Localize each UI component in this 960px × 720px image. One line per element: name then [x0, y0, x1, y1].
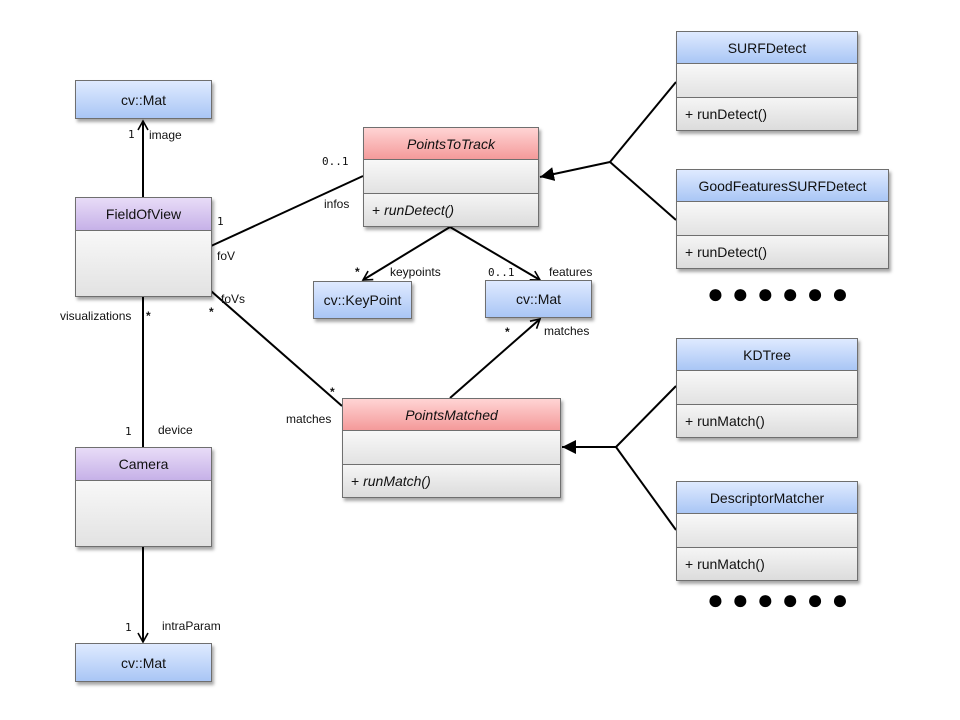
class-keypoint: cv::KeyPoint [313, 281, 412, 319]
infos-association [210, 175, 364, 247]
visualizations-multiplicity: * [146, 309, 151, 323]
infos-role: infos [324, 197, 350, 211]
class-operation: + runDetect() [677, 98, 857, 130]
fovs-association [210, 290, 343, 407]
matches-left-role: matches [286, 412, 332, 426]
class-goodfeaturessurfdetect: GoodFeaturesSURFDetect + runDetect() [676, 169, 889, 269]
matches-multiplicity: * [505, 325, 510, 339]
class-pointsmatched: PointsMatched + runMatch() [342, 398, 561, 498]
class-name: PointsMatched [343, 399, 560, 431]
features-multiplicity: 0..1 [488, 266, 515, 279]
surfdetect-generalization [609, 81, 677, 163]
keypoints-multiplicity: * [355, 265, 360, 279]
class-name: cv::Mat [76, 644, 211, 681]
matches-left-multiplicity: * [330, 385, 335, 399]
class-name: SURFDetect [677, 32, 857, 64]
class-operation: + runMatch() [343, 465, 560, 497]
class-attributes [677, 64, 857, 98]
class-cvmat-image: cv::Mat [75, 80, 212, 119]
class-operation: + runMatch() [677, 405, 857, 437]
class-name: PointsToTrack [364, 128, 538, 160]
more-matchers-ellipsis: ●●●●●● [707, 584, 857, 615]
visualizations-role: visualizations [60, 309, 132, 323]
image-multiplicity: 1 [128, 128, 135, 141]
class-attributes [677, 514, 857, 548]
class-operation: + runDetect() [364, 194, 538, 226]
class-name: KDTree [677, 339, 857, 371]
operation-name: runMatch() [363, 473, 431, 489]
class-cvmat-intraparam: cv::Mat [75, 643, 212, 682]
intraparam-role: intraParam [162, 619, 221, 633]
features-association [449, 226, 542, 281]
keypoints-role: keypoints [390, 265, 441, 279]
class-attributes [677, 371, 857, 405]
class-attributes [343, 431, 560, 465]
class-descriptormatcher: DescriptorMatcher + runMatch() [676, 481, 858, 581]
device-role: device [158, 423, 193, 437]
kdtree-generalization [615, 385, 677, 448]
operation-name: runDetect() [384, 202, 455, 218]
class-name: FieldOfView [76, 198, 211, 231]
matches-role: matches [544, 324, 590, 338]
class-name: cv::Mat [76, 81, 211, 118]
class-pointstotrack: PointsToTrack + runDetect() [363, 127, 539, 227]
fov-multiplicity: 1 [217, 215, 224, 228]
operation-visibility: + [351, 473, 364, 489]
intraparam-multiplicity: 1 [125, 621, 132, 634]
keypoints-association [361, 226, 451, 281]
fovs-multiplicity: * [209, 305, 214, 319]
detect-generalization-arrow [539, 161, 611, 181]
class-name: cv::KeyPoint [314, 282, 411, 318]
goodfeatures-generalization [609, 161, 677, 221]
image-role: image [149, 128, 182, 142]
class-attributes [364, 160, 538, 194]
device-multiplicity: 1 [125, 425, 132, 438]
class-kdtree: KDTree + runMatch() [676, 338, 858, 438]
class-name: Camera [76, 448, 211, 481]
class-surfdetect: SURFDetect + runDetect() [676, 31, 858, 131]
class-operation: + runMatch() [677, 548, 857, 580]
class-name: DescriptorMatcher [677, 482, 857, 514]
class-body [76, 231, 211, 296]
class-operation: + runDetect() [677, 236, 888, 268]
more-detectors-ellipsis: ●●●●●● [707, 278, 857, 309]
matches-association [449, 317, 542, 399]
operation-visibility: + [372, 202, 385, 218]
class-cvmat-features: cv::Mat [485, 280, 592, 318]
class-camera: Camera [75, 447, 212, 547]
class-fieldofview: FieldOfView [75, 197, 212, 297]
class-attributes [677, 202, 888, 236]
class-body [76, 481, 211, 546]
fov-role: foV [217, 249, 236, 263]
infos-multiplicity: 0..1 [322, 155, 349, 168]
class-name: GoodFeaturesSURFDetect [677, 170, 888, 202]
class-name: cv::Mat [486, 281, 591, 317]
descriptormatcher-generalization [615, 446, 677, 531]
features-role: features [549, 265, 593, 279]
fovs-role: foVs [221, 292, 246, 306]
